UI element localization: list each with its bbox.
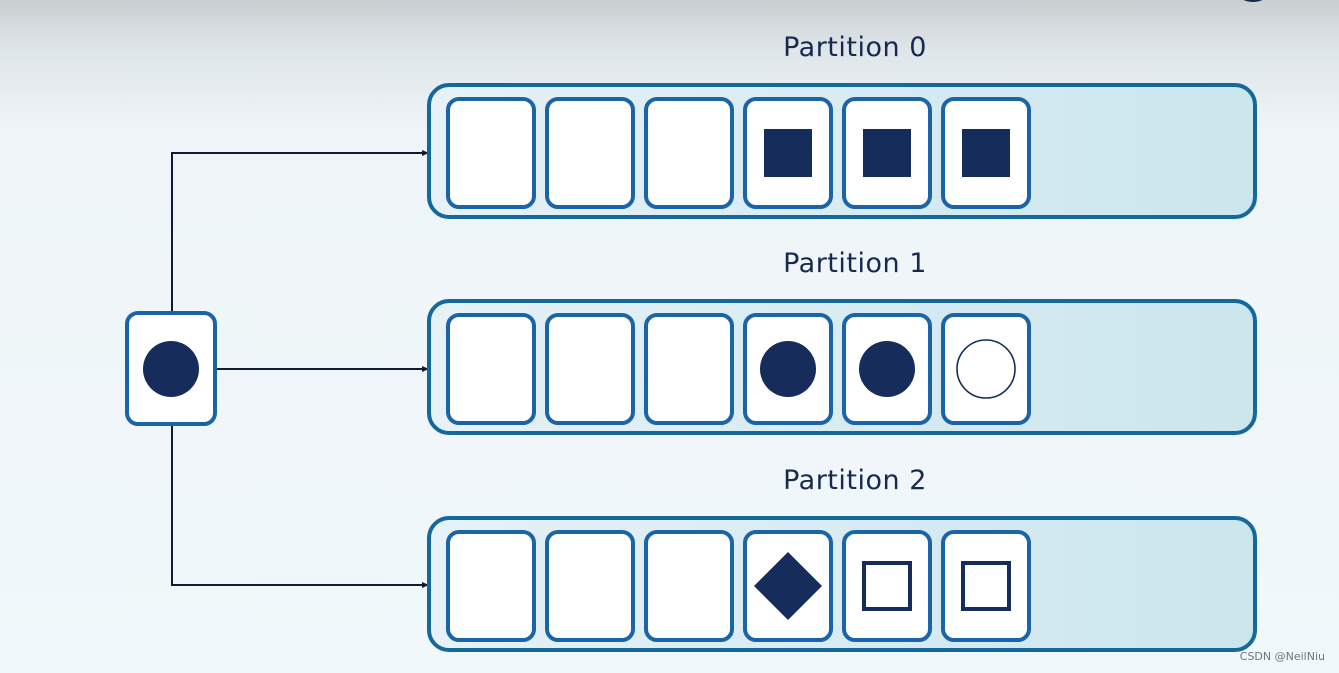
partition-1-slot-0 <box>446 313 536 425</box>
partition-1-slot-3 <box>743 313 833 425</box>
partition-0-slot-0 <box>446 97 536 209</box>
partition-1-slot-1 <box>545 313 635 425</box>
filled-circle-icon <box>857 339 917 399</box>
filled-circle-icon <box>758 339 818 399</box>
partition-2-title: Partition 2 <box>783 465 927 496</box>
partition-2-slot-3 <box>743 530 833 642</box>
partition-2-slot-4 <box>842 530 932 642</box>
outline-square-icon <box>956 556 1016 616</box>
partition-0-slot-2 <box>644 97 734 209</box>
partition-2-slot-5 <box>941 530 1031 642</box>
partition-2-slot-1 <box>545 530 635 642</box>
arrow-to-partition-2 <box>171 426 429 588</box>
filled-square-icon <box>758 123 818 183</box>
producer-node <box>125 311 217 426</box>
arrow-to-partition-0 <box>171 150 429 311</box>
partition-1-slot-5 <box>941 313 1031 425</box>
partition-0-slot-1 <box>545 97 635 209</box>
partition-0-log <box>427 83 1257 219</box>
partition-0-slot-3 <box>743 97 833 209</box>
partition-2-log <box>427 516 1257 652</box>
partition-1-slot-4 <box>842 313 932 425</box>
outline-square-icon <box>857 556 917 616</box>
watermark: CSDN @NeilNiu <box>1239 650 1325 663</box>
filled-square-icon <box>857 123 917 183</box>
producer-message-icon <box>141 339 201 399</box>
partition-0-title: Partition 0 <box>783 32 927 63</box>
filled-diamond-icon <box>754 552 822 620</box>
partition-1-log <box>427 299 1257 435</box>
partition-0-slot-5 <box>941 97 1031 209</box>
filled-square-icon <box>956 123 1016 183</box>
partition-1-title: Partition 1 <box>783 248 927 279</box>
partition-0-slot-4 <box>842 97 932 209</box>
corner-decoration <box>1234 0 1272 2</box>
partition-2-slot-2 <box>644 530 734 642</box>
partition-1-slot-2 <box>644 313 734 425</box>
outline-circle-icon <box>956 339 1016 399</box>
partition-2-slot-0 <box>446 530 536 642</box>
